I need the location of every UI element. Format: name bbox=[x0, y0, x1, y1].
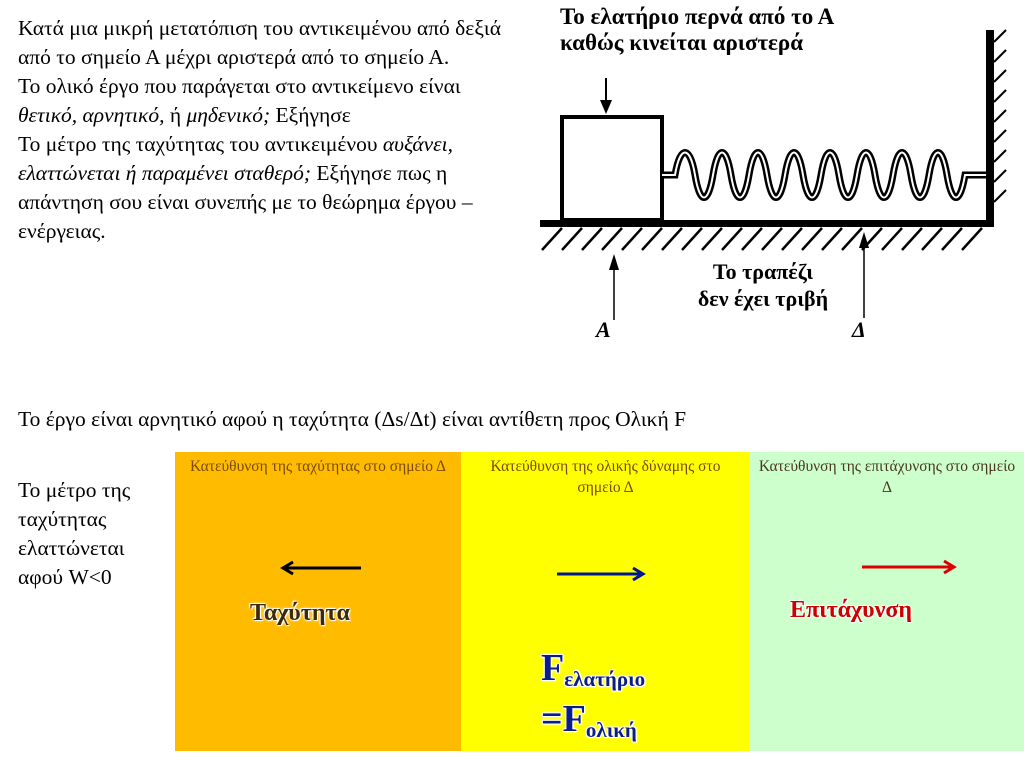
diagram-caption: Το ελατήριο περνά από το Α καθώς κινείτα… bbox=[560, 4, 834, 56]
force-arrow-icon bbox=[557, 566, 646, 582]
block-marker-head bbox=[600, 100, 612, 114]
spring-diagram-drawing bbox=[540, 29, 1007, 320]
wall-hatch bbox=[993, 29, 1007, 203]
point-d-arrow-head bbox=[859, 232, 869, 248]
point-a-label: Α bbox=[596, 317, 611, 342]
velocity-panel: Κατεύθυνση της ταχύτητας στο σημείο Δ Τα… bbox=[175, 452, 461, 751]
q3-suffix: Εξήγησε πως η απάντηση σου είναι συνεπής… bbox=[18, 161, 473, 243]
block bbox=[560, 115, 664, 222]
q2-suffix: Εξήγησε bbox=[270, 103, 351, 127]
acceleration-panel-title: Κατεύθυνση της επιτάχυνσης στο σημείο Δ bbox=[758, 458, 1016, 496]
spring-diagram: Το ελατήριο περνά από το Α καθώς κινείτα… bbox=[530, 0, 1024, 392]
acceleration-panel: Κατεύθυνση της επιτάχυνσης στο σημείο Δ … bbox=[750, 452, 1024, 751]
point-a-arrow-head bbox=[609, 254, 619, 270]
velocity-arrow-icon bbox=[280, 560, 361, 576]
question-text: Κατά μια μικρή μετατόπιση του αντικειμέν… bbox=[18, 14, 508, 246]
direction-panels: Κατεύθυνση της ταχύτητας στο σημείο Δ Τα… bbox=[175, 452, 1024, 751]
table-caption: Το τραπέζι δεν έχει τριβή bbox=[678, 258, 848, 312]
side-note: Το μέτρο της ταχύτητας ελαττώνεται αφού … bbox=[18, 476, 168, 592]
table-hatch bbox=[541, 227, 983, 251]
point-d-label: Δ bbox=[852, 317, 866, 342]
q3-italic: αυξάνει, ελαττώνεται ή παραμένει σταθερό… bbox=[18, 132, 453, 185]
spring-highlight bbox=[662, 151, 986, 199]
question-line-1: Κατά μια μικρή μετατόπιση του αντικειμέν… bbox=[18, 16, 501, 69]
table-caption-line-2: δεν έχει τριβή bbox=[697, 286, 829, 311]
question-line-3: Το μέτρο της ταχύτητας του αντικειμένου … bbox=[18, 130, 508, 246]
diagram-caption-line-1: Το ελατήριο περνά από το Α bbox=[560, 4, 835, 29]
velocity-panel-title: Κατεύθυνση της ταχύτητας στο σημείο Δ bbox=[190, 458, 446, 475]
force-label-eq: =F bbox=[541, 698, 586, 740]
q2-mid: ή bbox=[164, 103, 187, 127]
acceleration-arrow-icon bbox=[862, 559, 957, 575]
side-note-text: Το μέτρο της ταχύτητας ελαττώνεται αφού … bbox=[18, 478, 131, 589]
q2-italic2: μηδενικό; bbox=[186, 103, 271, 127]
table-surface bbox=[540, 220, 994, 227]
force-panel: Κατεύθυνση της ολικής δύναμης στο σημείο… bbox=[461, 452, 750, 751]
force-panel-title: Κατεύθυνση της ολικής δύναμης στο σημείο… bbox=[490, 458, 721, 496]
wall bbox=[986, 30, 994, 226]
acceleration-label: Επιτάχυνση bbox=[790, 597, 913, 623]
q3-prefix: Το μέτρο της ταχύτητας του αντικειμένου bbox=[18, 132, 383, 156]
velocity-label: Ταχύτητα bbox=[250, 600, 350, 626]
force-label: Fελατήριο =Fολική bbox=[541, 648, 645, 750]
force-label-sub2: ολική bbox=[585, 718, 637, 742]
diagram-caption-line-2: καθώς κινείται αριστερά bbox=[560, 30, 804, 55]
question-line-2: Το ολικό έργο που παράγεται στο αντικείμ… bbox=[18, 72, 508, 130]
table-caption-line-1: Το τραπέζι bbox=[712, 259, 814, 284]
force-label-sub1: ελατήριο bbox=[564, 667, 646, 691]
q2-italic: θετικό, αρνητικό, bbox=[18, 103, 165, 127]
answer-text: Το έργο είναι αρνητικό αφού η ταχύτητα (… bbox=[18, 407, 687, 431]
force-label-f: F bbox=[541, 647, 565, 689]
q2-prefix: Το ολικό έργο που παράγεται στο αντικείμ… bbox=[18, 74, 461, 98]
